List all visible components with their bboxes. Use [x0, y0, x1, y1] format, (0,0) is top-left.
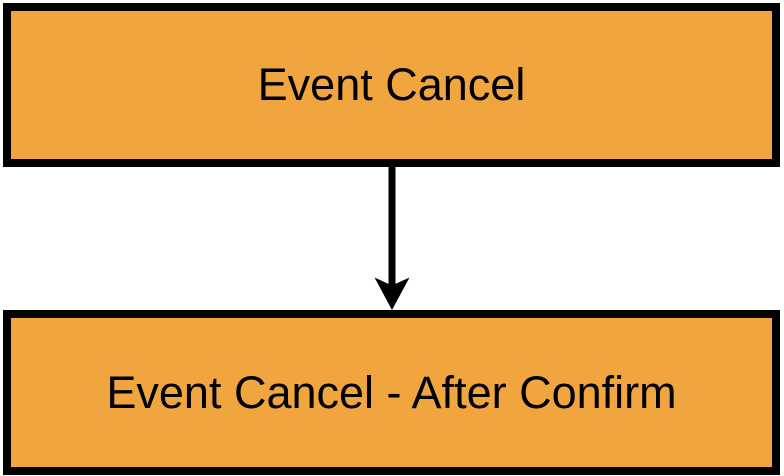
node-event-cancel[interactable]: Event Cancel [3, 3, 780, 167]
node-event-cancel-after-confirm[interactable]: Event Cancel - After Confirm [3, 310, 780, 475]
arrow-head-icon [374, 277, 410, 310]
arrow-shaft [388, 167, 396, 290]
node-event-cancel-label: Event Cancel [257, 59, 526, 111]
node-event-cancel-after-confirm-label: Event Cancel - After Confirm [106, 366, 677, 418]
